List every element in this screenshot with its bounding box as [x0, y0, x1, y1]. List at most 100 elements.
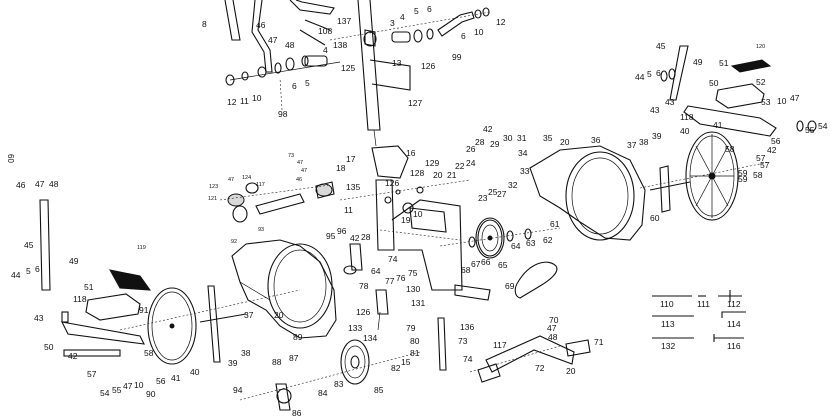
label-39: 39	[652, 131, 662, 141]
label-23: 23	[478, 193, 488, 203]
label-5c: 5	[647, 69, 652, 79]
right-flywheel	[639, 131, 771, 221]
label-48: 48	[285, 40, 295, 50]
label-50b: 50	[44, 342, 54, 352]
label-83: 83	[334, 379, 344, 389]
label-108: 108	[318, 26, 332, 36]
label-134: 134	[363, 333, 377, 343]
label-87: 87	[289, 353, 299, 363]
label-59b: 59	[738, 168, 748, 178]
label-121: 121	[208, 196, 217, 202]
label-10c: 10	[413, 209, 423, 219]
label-42b: 42	[767, 145, 777, 155]
label-28: 28	[475, 137, 485, 147]
label-58c: 58	[144, 348, 154, 358]
right-top-labels: 45 44 5 6 49 51 120 52 53 50 43 118 10 4…	[635, 41, 828, 178]
label-135: 135	[346, 182, 360, 192]
inset-label-114: 114	[727, 319, 741, 329]
label-34: 34	[518, 148, 528, 158]
center-group-labels: 17 16 18 135 126 11 128 129 20 21 22 24 …	[336, 124, 601, 225]
label-58: 58	[753, 170, 763, 180]
label-54b: 54	[100, 388, 110, 398]
label-95: 95	[326, 231, 336, 241]
label-6e: 6	[35, 264, 40, 274]
label-58b: 58	[725, 144, 735, 154]
label-51b: 51	[84, 282, 94, 292]
label-44: 44	[635, 72, 645, 82]
label-4: 4	[400, 12, 405, 22]
label-16: 16	[406, 148, 416, 158]
label-6d: 6	[656, 68, 661, 78]
top-pivot-arm	[219, 182, 333, 223]
label-119: 119	[137, 245, 146, 251]
label-93: 93	[258, 227, 264, 233]
label-46: 46	[256, 20, 266, 30]
label-80: 80	[410, 336, 420, 346]
label-6b: 6	[461, 31, 466, 41]
label-10b: 10	[252, 93, 262, 103]
left-pedal-arm	[39, 199, 152, 357]
label-17: 17	[346, 154, 356, 164]
label-42c: 42	[68, 351, 78, 361]
label-22: 22	[455, 161, 465, 171]
label-12: 12	[496, 17, 506, 27]
label-40: 40	[680, 126, 690, 136]
label-76: 76	[396, 273, 406, 283]
label-69: 69	[505, 281, 515, 291]
label-46c: 46	[296, 177, 302, 183]
label-47c: 47	[35, 179, 45, 189]
label-51: 51	[719, 58, 729, 68]
label-39b: 39	[228, 358, 238, 368]
label-88: 88	[272, 357, 282, 367]
label-20c: 20	[274, 310, 284, 320]
label-27: 27	[497, 189, 507, 199]
label-45b: 45	[24, 240, 34, 250]
label-47e: 47	[228, 177, 234, 183]
label-59: 59	[738, 174, 748, 184]
label-126c: 126	[356, 307, 370, 317]
label-94: 94	[233, 385, 243, 395]
label-48c: 48	[548, 332, 558, 342]
label-6: 6	[427, 4, 432, 14]
label-118: 118	[680, 112, 694, 122]
label-38: 38	[639, 137, 649, 147]
label-128: 128	[410, 168, 424, 178]
label-45: 45	[656, 41, 666, 51]
label-47d: 47	[123, 381, 133, 391]
label-43b: 43	[650, 105, 660, 115]
label-57b: 57	[760, 160, 770, 170]
label-11b: 11	[344, 205, 353, 215]
inset-label-112: 112	[727, 299, 741, 309]
label-75: 75	[408, 268, 418, 278]
label-47: 47	[268, 35, 278, 45]
handlebar-assembly	[224, 0, 491, 147]
right-shroud	[529, 145, 646, 241]
label-57c: 57	[87, 369, 97, 379]
label-120: 120	[756, 44, 765, 50]
label-20d: 20	[566, 366, 576, 376]
label-3: 3	[390, 18, 395, 28]
label-20b: 20	[560, 137, 570, 147]
label-48b: 48	[49, 179, 59, 189]
label-42d: 42	[350, 233, 360, 243]
label-74b: 74	[463, 354, 473, 364]
label-10d: 10	[777, 96, 787, 106]
label-73b: 73	[458, 336, 468, 346]
label-44b: 44	[11, 270, 21, 280]
label-133: 133	[348, 323, 362, 333]
label-18: 18	[336, 163, 346, 173]
left-flywheel	[119, 285, 301, 365]
label-46b: 46	[16, 180, 26, 190]
inset-label-111: 111	[697, 299, 710, 309]
label-8: 8	[202, 19, 207, 29]
label-10e: 10	[134, 380, 144, 390]
label-70: 70	[549, 315, 559, 325]
label-61: 61	[550, 219, 560, 229]
label-126: 126	[421, 61, 435, 71]
label-41b: 41	[171, 373, 181, 383]
side-page-label: 60	[6, 154, 15, 163]
label-43c: 43	[34, 313, 44, 323]
label-11: 11	[240, 96, 249, 106]
label-52: 52	[756, 77, 766, 87]
label-13: 13	[392, 58, 402, 68]
